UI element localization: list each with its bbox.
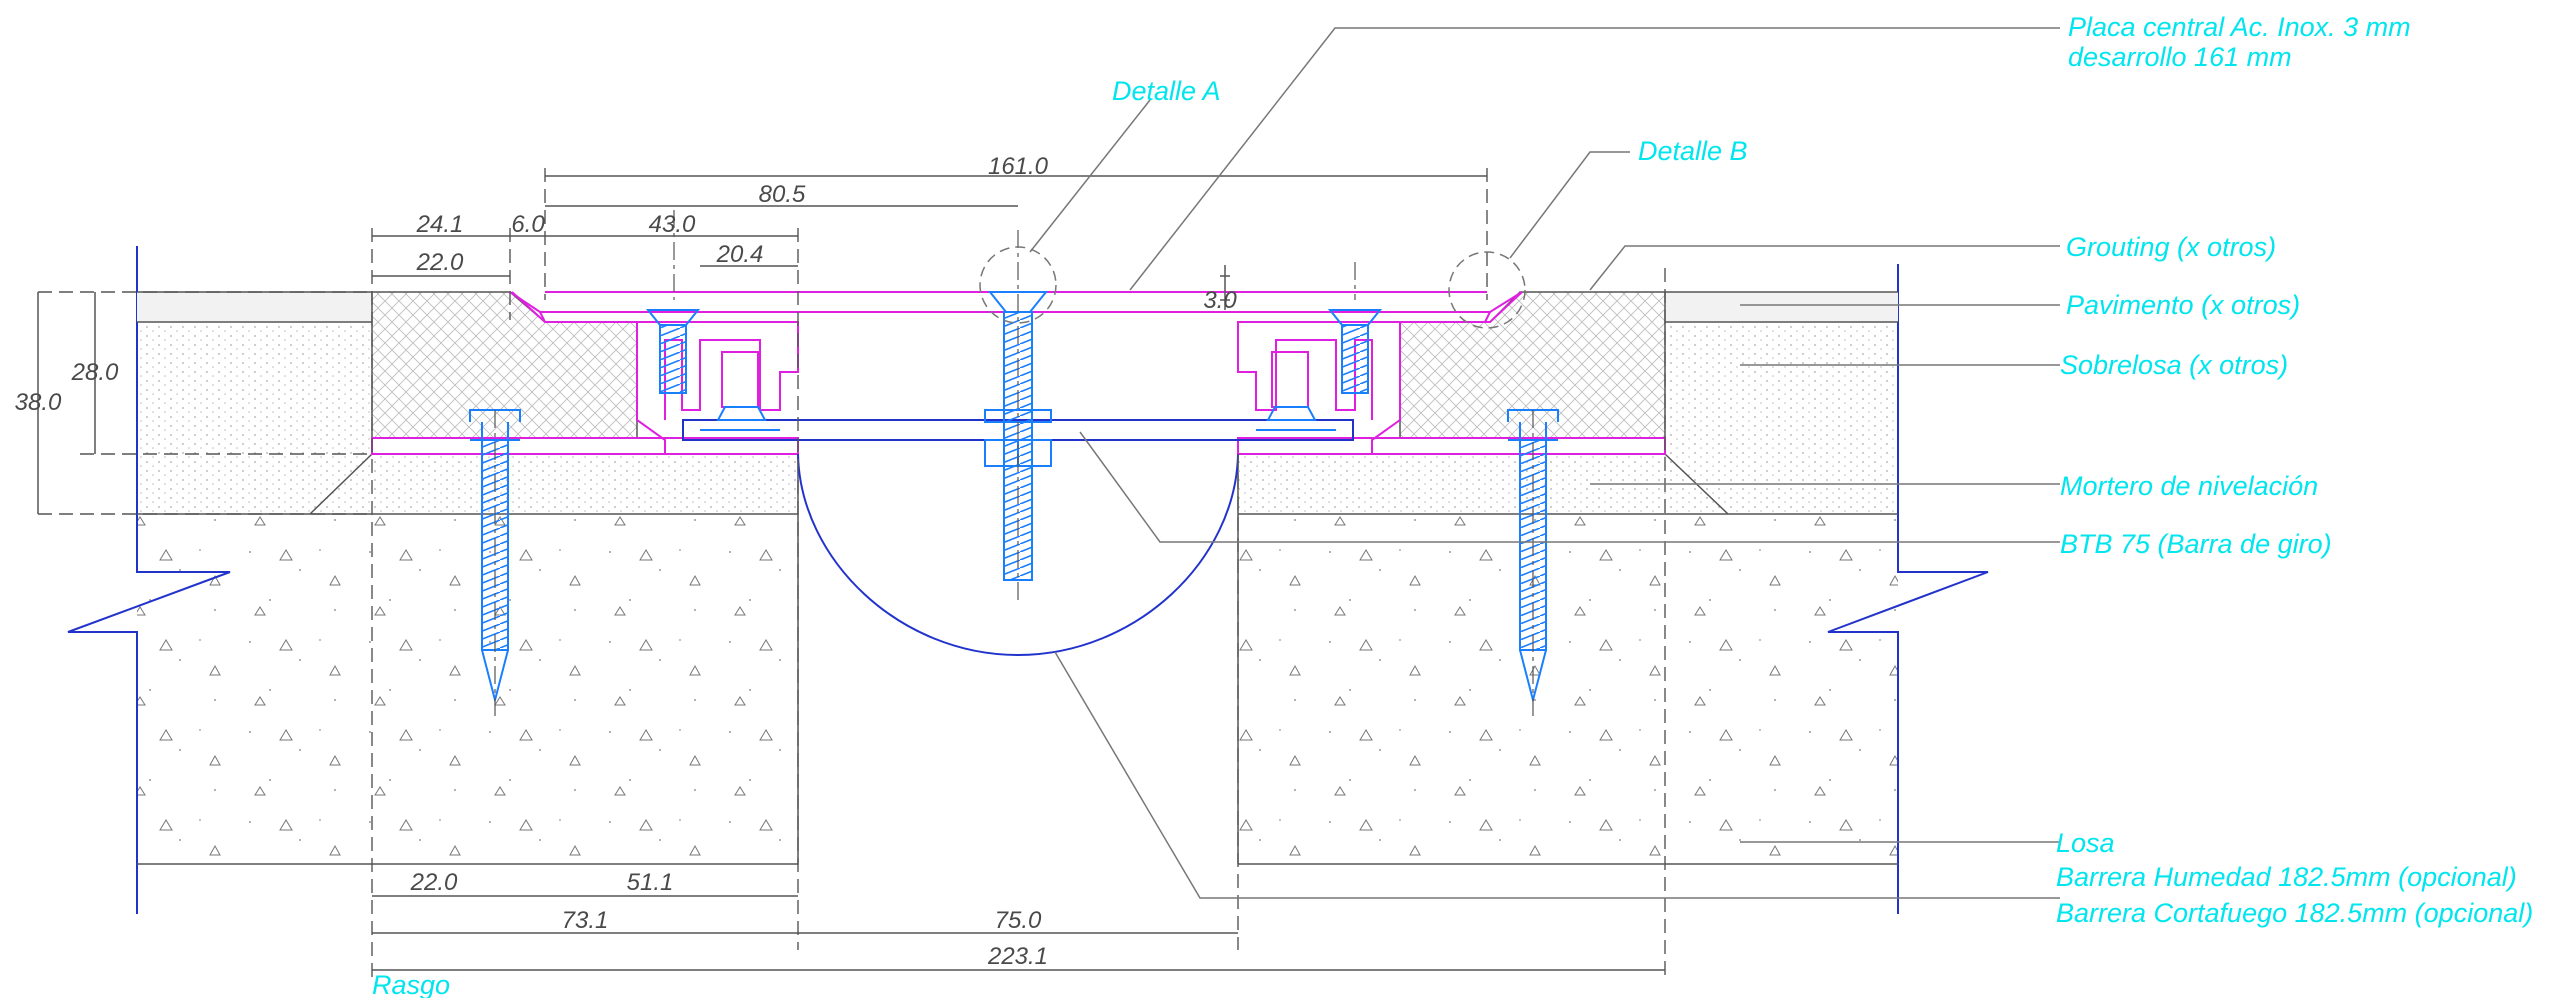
- label-mortero: Mortero de nivelación: [2060, 471, 2318, 501]
- dim-80-5: 80.5: [759, 181, 806, 208]
- reference-lines: [38, 168, 1666, 980]
- label-placa-1: Placa central Ac. Inox. 3 mm: [2068, 12, 2411, 42]
- label-barrera-humedad: Barrera Humedad 182.5mm (opcional): [2056, 862, 2517, 892]
- label-rasgo: Rasgo: [372, 970, 450, 998]
- dim-3-0: 3.0: [1203, 287, 1237, 314]
- dim-223-1: 223.1: [987, 943, 1048, 970]
- dim-75-0: 75.0: [995, 907, 1042, 934]
- label-detalle-a: Detalle A: [1112, 76, 1221, 106]
- label-barrera-cortafuego: Barrera Cortafuego 182.5mm (opcional): [2056, 898, 2533, 928]
- label-btb: BTB 75 (Barra de giro): [2060, 529, 2332, 559]
- countersunk-screw-right: [1327, 309, 1383, 394]
- dim-20-4: 20.4: [716, 241, 764, 268]
- leader-lines: [1029, 27, 2060, 899]
- dim-6-0: 6.0: [511, 211, 545, 238]
- dim-24-1: 24.1: [416, 211, 464, 238]
- label-detalle-b: Detalle B: [1638, 136, 1748, 166]
- dim-22-0-bottom: 22.0: [410, 869, 458, 896]
- dim-28-0: 28.0: [71, 359, 119, 386]
- label-sobrelosa: Sobrelosa (x otros): [2060, 350, 2288, 380]
- dim-38-0: 38.0: [15, 389, 62, 416]
- label-placa-2: desarrollo 161 mm: [2068, 42, 2292, 72]
- label-grouting: Grouting (x otros): [2066, 232, 2276, 262]
- label-pavimento: Pavimento (x otros): [2066, 290, 2300, 320]
- countersunk-screw-left: [645, 309, 701, 394]
- dim-22-0-top: 22.0: [416, 249, 464, 276]
- dim-161: 161.0: [988, 153, 1049, 180]
- dim-73-1: 73.1: [562, 907, 609, 934]
- dimension-lines: [37, 175, 1665, 971]
- dim-43-0: 43.0: [649, 211, 696, 238]
- grouting: [371, 291, 1666, 455]
- washer-left: [700, 406, 780, 431]
- washer-right: [1256, 406, 1336, 431]
- dim-51-1: 51.1: [627, 869, 674, 896]
- label-losa: Losa: [2056, 828, 2115, 858]
